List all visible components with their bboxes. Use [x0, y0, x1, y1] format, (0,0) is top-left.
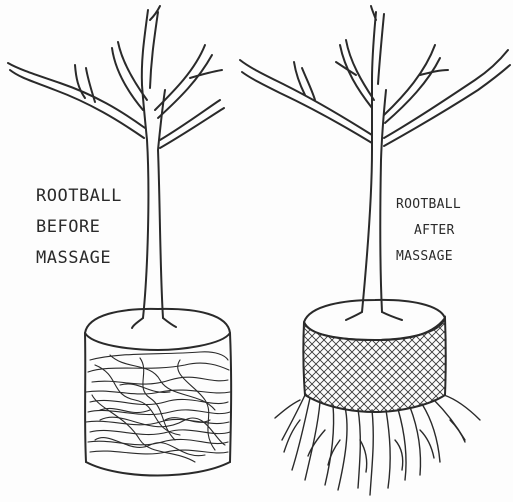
trunk-after: [362, 80, 372, 312]
rootball-before: [85, 309, 231, 476]
trunk-before: [142, 85, 148, 318]
label-line: MASSAGE: [396, 244, 461, 270]
label-rootball-before-massage: ROOTBALL BEFORE MASSAGE: [36, 181, 122, 274]
label-line: AFTER: [396, 218, 461, 244]
label-line: ROOTBALL: [36, 181, 122, 212]
label-line: MASSAGE: [36, 243, 122, 274]
rootball-after: [275, 300, 480, 495]
tree-after: [240, 6, 510, 312]
label-rootball-after-massage: ROOTBALL AFTER MASSAGE: [396, 192, 461, 270]
label-line: BEFORE: [36, 212, 122, 243]
label-line: ROOTBALL: [396, 192, 461, 218]
